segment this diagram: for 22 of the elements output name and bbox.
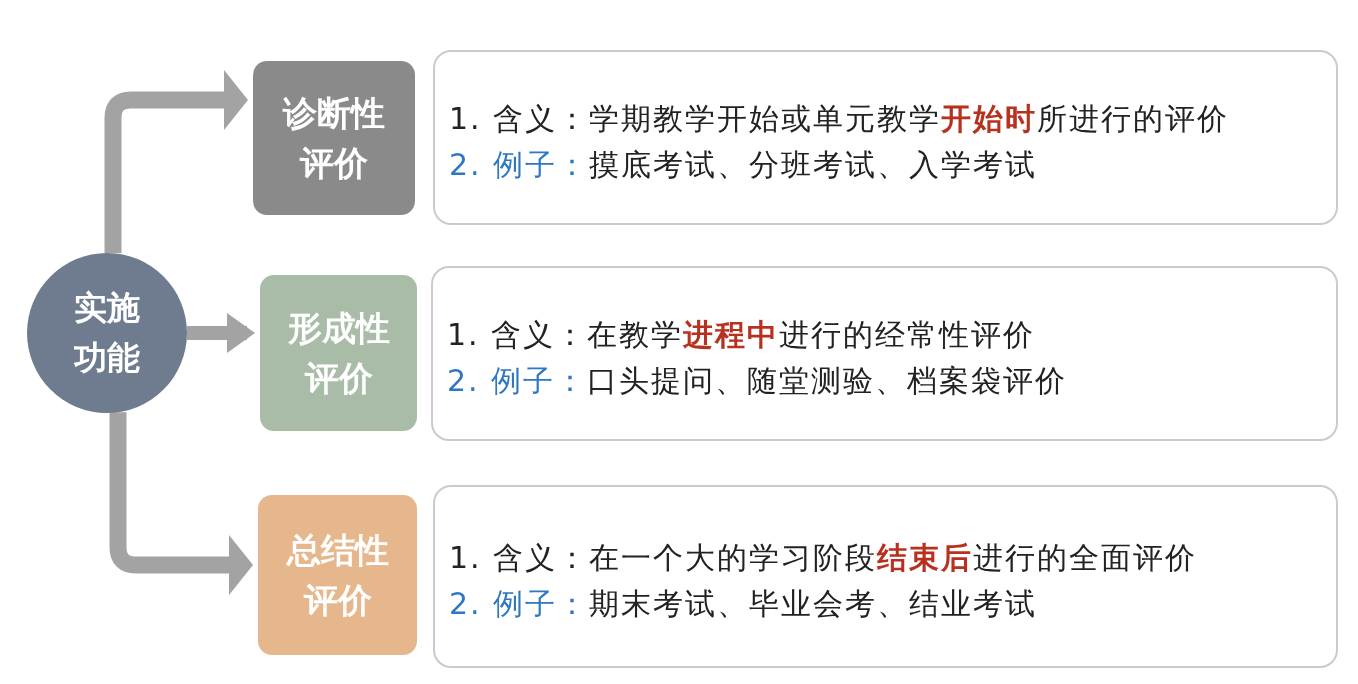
- category-box: 形成性评价: [260, 275, 417, 431]
- list-label: 1. 含义：: [449, 539, 590, 575]
- category-box: 总结性评价: [258, 495, 417, 655]
- arrow: [109, 412, 253, 595]
- arrow: [187, 313, 255, 353]
- list-text: 在教学进程中进行的经常性评价: [587, 316, 1036, 352]
- list-text: 学期教学开始或单元教学开始时所进行的评价: [589, 100, 1230, 136]
- list-text: 摸底考试、分班考试、入学考试: [589, 146, 1038, 182]
- arrow: [104, 70, 248, 254]
- list-label: 1. 含义：: [449, 100, 590, 136]
- category-box: 诊断性评价: [253, 61, 415, 215]
- list-text: 期末考试、毕业会考、结业考试: [589, 585, 1038, 621]
- list-label: 2. 例子：: [447, 362, 588, 398]
- list-text: 口头提问、随堂测验、档案袋评价: [587, 362, 1068, 398]
- content-box: [433, 485, 1338, 668]
- list-label: 2. 例子：: [449, 585, 590, 621]
- content-box: [431, 266, 1338, 441]
- list-label: 1. 含义：: [447, 316, 588, 352]
- category-circle: 实施功能: [27, 253, 187, 413]
- content-box: [433, 50, 1338, 225]
- list-text: 在一个大的学习阶段结束后进行的全面评价: [589, 539, 1198, 575]
- list-label: 2. 例子：: [449, 146, 590, 182]
